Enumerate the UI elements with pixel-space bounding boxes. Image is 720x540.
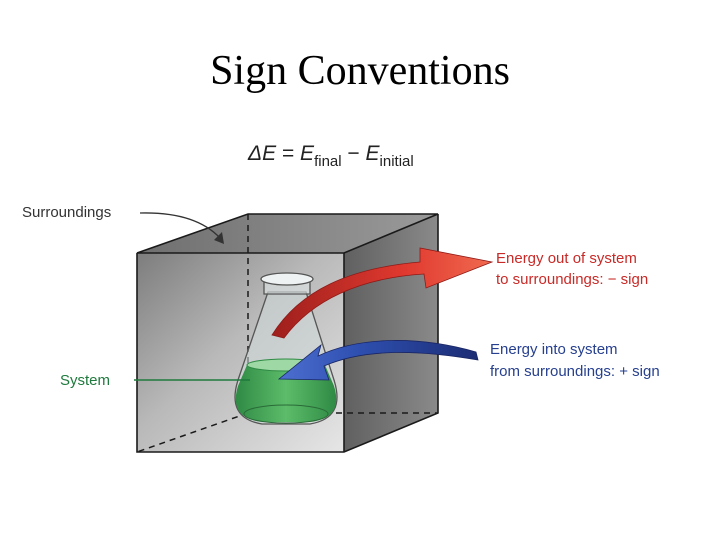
delta-e-symbol: ΔE <box>248 142 277 165</box>
energy-in-label-line2: from surroundings: + sign <box>490 363 660 380</box>
energy-out-label-line2: to surroundings: − sign <box>496 271 649 288</box>
energy-in-label-line1: Energy into system <box>490 341 618 358</box>
e-initial-symbol: E <box>365 142 380 165</box>
slide-title: Sign Conventions <box>210 48 510 94</box>
surroundings-label: Surroundings <box>22 204 112 221</box>
surroundings-arrowhead <box>214 232 224 244</box>
e-final-symbol: E <box>300 142 315 165</box>
final-subscript: final <box>314 153 342 170</box>
energy-out-label-line1: Energy out of system <box>496 250 637 267</box>
system-label: System <box>60 372 111 389</box>
cube-top-face <box>137 214 438 253</box>
surroundings-leader-line <box>139 212 221 239</box>
equals-sign: = <box>276 142 301 165</box>
energy-change-equation: ΔE = Efinal − Einitial <box>248 142 414 170</box>
energy-in-arrow <box>277 340 479 381</box>
energy-out-arrow <box>271 247 494 339</box>
initial-subscript: initial <box>379 153 414 170</box>
minus-sign: − <box>341 142 366 165</box>
